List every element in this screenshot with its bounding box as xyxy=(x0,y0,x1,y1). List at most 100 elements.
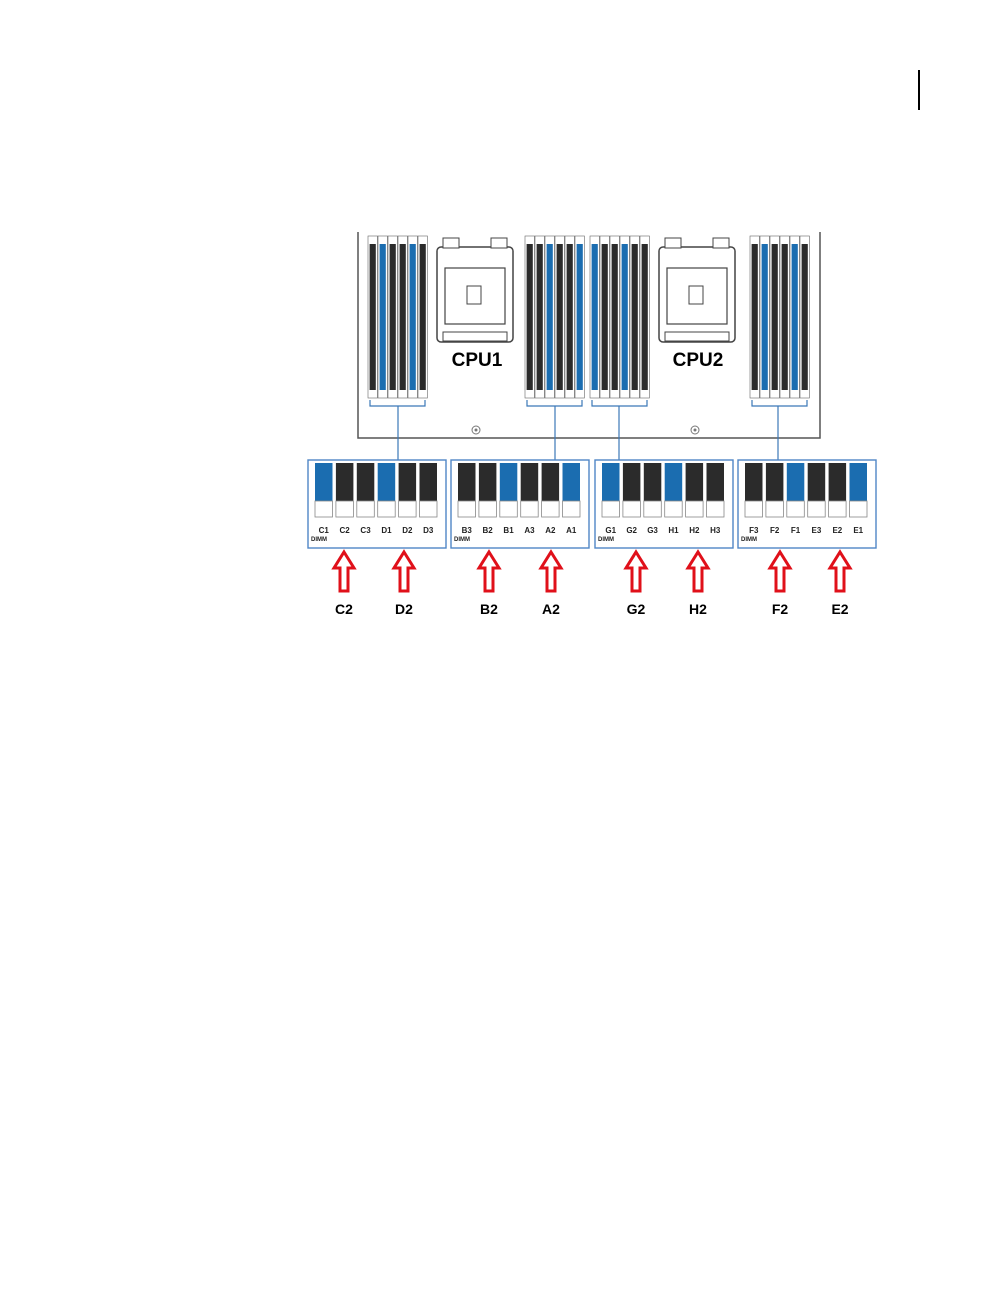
callout-label: A2 xyxy=(542,601,560,617)
dimm-slot-latch xyxy=(378,501,396,517)
dimm-slot-latch xyxy=(707,501,725,517)
board-slot-fill xyxy=(547,244,553,390)
callout-label: C2 xyxy=(335,601,353,617)
dimm-word: DIMM xyxy=(454,537,470,543)
board-slot-fill xyxy=(762,244,768,390)
board-slot-fill xyxy=(602,244,608,390)
slot-label: H3 xyxy=(710,526,721,535)
callout-label: D2 xyxy=(395,601,413,617)
slot-label: A2 xyxy=(545,526,556,535)
board-slot-fill xyxy=(632,244,638,390)
cpu2-label: CPU2 xyxy=(673,350,724,371)
red-arrow-icon xyxy=(770,552,790,591)
dimm-slot-g3 xyxy=(644,463,662,501)
red-arrow-icon xyxy=(479,552,499,591)
slot-label: E1 xyxy=(853,526,863,535)
dimm-word: DIMM xyxy=(311,537,327,543)
slot-label: E2 xyxy=(832,526,842,535)
dimm-panel-ba: B3B2B1A3A2A1DIMM xyxy=(451,460,589,548)
dimm-slot-latch xyxy=(458,501,476,517)
board-slot-fill xyxy=(380,244,386,390)
callout-label: G2 xyxy=(627,601,646,617)
board-slot-fill xyxy=(782,244,788,390)
board-bank xyxy=(590,236,649,406)
dimm-slot-a2 xyxy=(542,463,560,501)
dimm-slot-latch xyxy=(336,501,354,517)
board-bank xyxy=(525,236,584,406)
slot-label: H1 xyxy=(668,526,679,535)
slot-label: A1 xyxy=(566,526,577,535)
red-arrow-icon xyxy=(688,552,708,591)
dimm-slot-latch xyxy=(644,501,662,517)
slot-label: E3 xyxy=(812,526,822,535)
slot-label: H2 xyxy=(689,526,700,535)
board-slot-fill xyxy=(792,244,798,390)
slot-label: D2 xyxy=(402,526,413,535)
dimm-slot-latch xyxy=(315,501,333,517)
dimm-slot-latch xyxy=(479,501,497,517)
board-slot-fill xyxy=(592,244,598,390)
dimm-slot-latch xyxy=(357,501,375,517)
dimm-slot-e3 xyxy=(808,463,826,501)
slot-label: B2 xyxy=(483,526,494,535)
slot-label: G3 xyxy=(647,526,658,535)
dimm-slot-b2 xyxy=(479,463,497,501)
callout-b2: B2 xyxy=(479,552,499,617)
dimm-slot-latch xyxy=(602,501,620,517)
callout-h2: H2 xyxy=(688,552,708,617)
board-slot-fill xyxy=(390,244,396,390)
callout-e2: E2 xyxy=(830,552,850,617)
board-slot-fill xyxy=(622,244,628,390)
dimm-slot-latch xyxy=(521,501,539,517)
dimm-slot-f1 xyxy=(787,463,805,501)
red-arrow-icon xyxy=(830,552,850,591)
board-slot-fill xyxy=(400,244,406,390)
slot-label: C2 xyxy=(340,526,351,535)
dimm-slot-latch xyxy=(399,501,417,517)
slot-label: D1 xyxy=(381,526,392,535)
red-arrow-icon xyxy=(334,552,354,591)
dimm-slot-d1 xyxy=(378,463,396,501)
slot-label: B1 xyxy=(503,526,514,535)
callout-label: B2 xyxy=(480,601,498,617)
callout-g2: G2 xyxy=(626,552,646,617)
dimm-slot-f3 xyxy=(745,463,763,501)
dimm-slot-c2 xyxy=(336,463,354,501)
dimm-slot-latch xyxy=(686,501,704,517)
dimm-slot-e2 xyxy=(829,463,847,501)
dimm-slot-latch xyxy=(563,501,581,517)
dimm-slot-g1 xyxy=(602,463,620,501)
dimm-slot-latch xyxy=(623,501,641,517)
dimm-slot-a1 xyxy=(563,463,581,501)
red-arrow-icon xyxy=(626,552,646,591)
dimm-slot-f2 xyxy=(766,463,784,501)
callout-c2: C2 xyxy=(334,552,354,617)
slot-label: D3 xyxy=(423,526,434,535)
board-bank xyxy=(750,236,809,406)
dimm-slot-c1 xyxy=(315,463,333,501)
dimm-slot-latch xyxy=(542,501,560,517)
slot-label: F2 xyxy=(770,526,780,535)
board-slot-fill xyxy=(557,244,563,390)
board-slot-fill xyxy=(370,244,376,390)
board-slot-fill xyxy=(537,244,543,390)
slot-label: B3 xyxy=(462,526,473,535)
dimm-slot-latch xyxy=(787,501,805,517)
dimm-slot-latch xyxy=(745,501,763,517)
dimm-slot-e1 xyxy=(850,463,868,501)
dimm-slot-d2 xyxy=(399,463,417,501)
dimm-slot-b3 xyxy=(458,463,476,501)
slot-label: F3 xyxy=(749,526,759,535)
dimm-slot-latch xyxy=(829,501,847,517)
callout-a2: A2 xyxy=(541,552,561,617)
slot-label: G2 xyxy=(626,526,637,535)
dimm-slot-c3 xyxy=(357,463,375,501)
dimm-slot-latch xyxy=(500,501,518,517)
dimm-slot-a3 xyxy=(521,463,539,501)
slot-label: C1 xyxy=(319,526,330,535)
dimm-slot-h1 xyxy=(665,463,683,501)
